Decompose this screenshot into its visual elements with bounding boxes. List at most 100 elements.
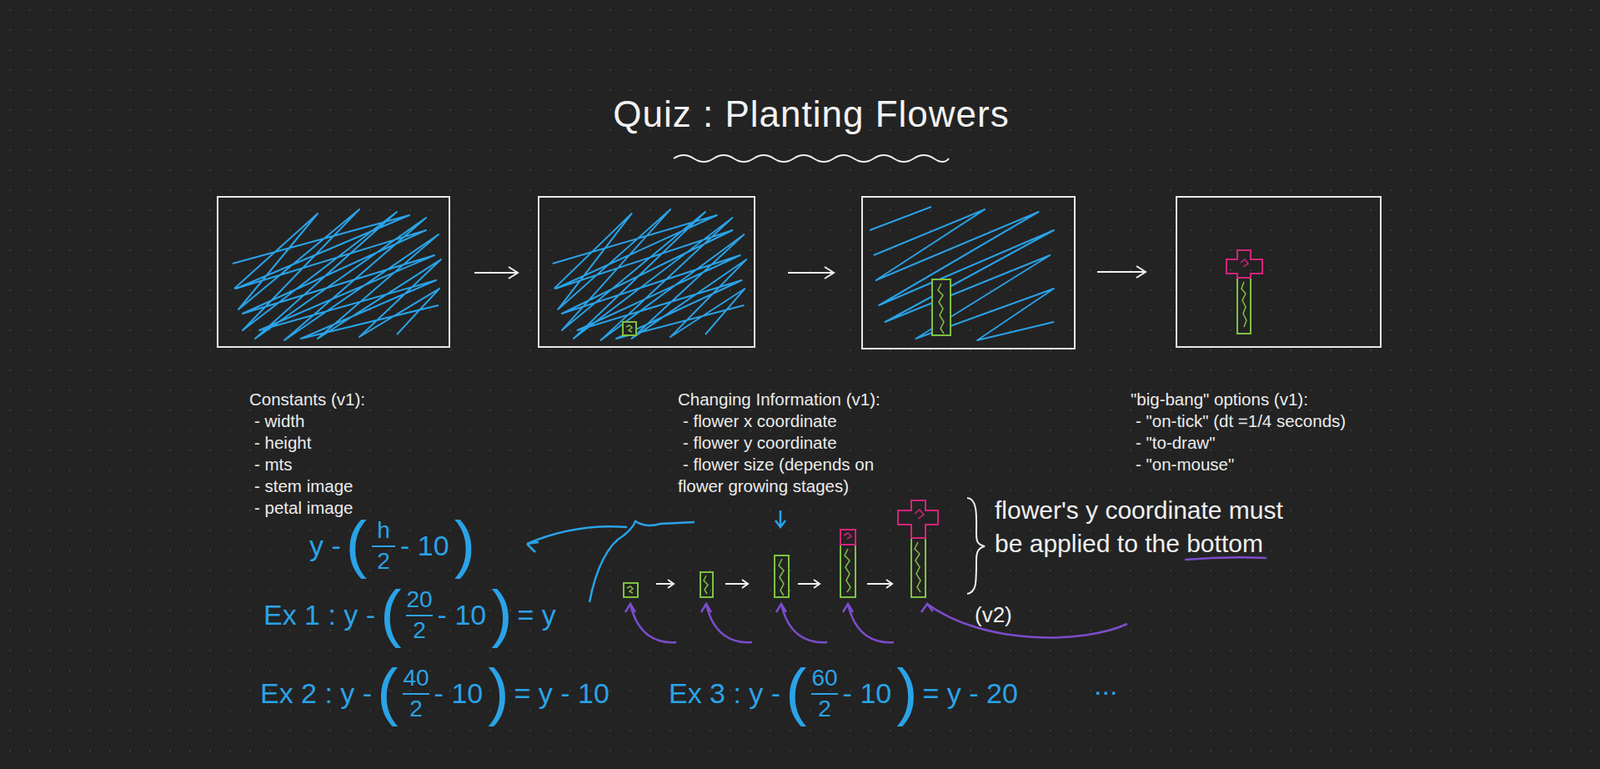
text-list: Changing Information (v1):- flower x coo… <box>677 388 912 497</box>
list-item: - height <box>249 431 467 454</box>
formula-text: Ex 2 : y - <box>260 677 372 709</box>
parenthesis: ( <box>785 659 807 723</box>
list-heading: Constants (v1): <box>249 388 467 411</box>
formula-text: = y - 20 <box>922 677 1019 709</box>
stem-mark <box>1241 281 1247 327</box>
frame <box>1176 196 1381 347</box>
sky-hatch <box>552 209 748 341</box>
seed-mark <box>626 325 632 332</box>
stage-mark <box>844 548 851 592</box>
denominator: 2 <box>817 696 832 723</box>
text-list: Constants (v1):- width- height- mts- ste… <box>249 388 467 519</box>
formula: Ex 1 : y -(202- 10)= y <box>263 586 557 645</box>
seed <box>622 321 637 336</box>
sky-hatch <box>232 209 442 341</box>
bud-mark <box>843 532 852 539</box>
title-underline <box>673 155 949 162</box>
numerator: 60 <box>811 665 838 692</box>
formula-text: - 10 <box>842 677 893 709</box>
parenthesis: ) <box>487 659 509 723</box>
list-item: - flower x coordinate <box>677 410 912 432</box>
formula: Ex 2 : y -(402- 10)= y - 10 <box>260 664 610 723</box>
growth-stage <box>623 582 638 597</box>
stem-mark <box>937 283 944 334</box>
list-item: - "on-tick" (dt =1/4 seconds) <box>1130 410 1431 432</box>
denominator: 2 <box>376 548 391 575</box>
frame <box>217 196 450 347</box>
fraction: 602 <box>811 665 838 723</box>
stage-arrow <box>797 579 820 588</box>
formula-text: - 10 <box>400 530 450 562</box>
pointer-arrow <box>526 526 627 552</box>
parenthesis: ( <box>346 511 367 576</box>
formula: y -(h2- 10) <box>309 516 476 576</box>
fraction-bar <box>371 545 396 547</box>
stage-mark <box>914 541 921 592</box>
handwritten-note: flower's y coordinate must be applied to… <box>994 493 1295 561</box>
bottom-arrow <box>701 603 753 643</box>
formula-text: Ex 3 : y - <box>668 677 781 709</box>
formula-text: = y - 10 <box>514 677 610 709</box>
list-heading: "big-bang" options (v1): <box>1130 388 1431 411</box>
petal-mark <box>914 509 924 519</box>
list-item: - flower size (depends on flower growing… <box>677 453 912 497</box>
version-tag: (v2) <box>974 601 1013 628</box>
frame <box>538 196 755 347</box>
parenthesis: ) <box>491 581 512 645</box>
stage-arrow <box>867 579 893 588</box>
numerator: 40 <box>402 665 429 692</box>
ellipsis: ... <box>1093 669 1118 701</box>
fraction: 202 <box>406 586 432 644</box>
frame-arrow <box>787 266 834 279</box>
list-heading: Changing Information (v1): <box>677 388 912 411</box>
frame <box>862 196 1075 349</box>
bottom-arrow <box>842 603 894 643</box>
growth-stage <box>774 555 789 597</box>
pointer-arrow <box>775 510 786 527</box>
petal <box>897 500 938 538</box>
petal <box>1226 250 1263 278</box>
growth-stage <box>911 537 926 597</box>
list-item: - flower y coordinate <box>677 431 912 454</box>
fraction: 402 <box>402 665 429 723</box>
bottom-arrow <box>776 603 828 643</box>
fraction-bar <box>811 692 838 695</box>
numerator: 20 <box>406 586 432 613</box>
list-item: - width <box>249 410 467 432</box>
denominator: 2 <box>412 617 427 644</box>
stem <box>932 279 951 336</box>
bud <box>840 529 856 545</box>
list-item: - "to-draw" <box>1130 431 1431 454</box>
list-item: - stem image <box>249 475 467 497</box>
stage-mark <box>703 575 708 594</box>
fraction-bar <box>402 692 429 695</box>
denominator: 2 <box>409 696 423 723</box>
formula-text: Ex 1 : y - <box>263 599 376 631</box>
bottom-arrow <box>921 603 1128 637</box>
list-item: - "on-mouse" <box>1130 453 1431 476</box>
text-list: "big-bang" options (v1):- "on-tick" (dt … <box>1130 388 1431 476</box>
bracket <box>589 521 695 602</box>
stage-arrow <box>656 579 674 588</box>
parenthesis: ( <box>380 581 402 645</box>
emphasis-underline <box>1184 556 1267 560</box>
frame-arrow <box>474 266 518 279</box>
formula-text: - 10 <box>437 599 487 631</box>
petal-mark <box>1240 259 1249 267</box>
title-text: Quiz : Planting Flowers <box>612 93 1009 136</box>
fraction: h2 <box>371 517 396 575</box>
sky-hatch <box>869 206 1054 341</box>
fraction-bar <box>406 614 432 617</box>
growth-stage <box>700 571 713 597</box>
frame-arrow <box>1097 265 1146 278</box>
formula-text: y - <box>309 530 342 562</box>
parenthesis: ) <box>896 659 918 723</box>
parenthesis: ( <box>376 659 398 723</box>
stage-mark <box>626 586 633 593</box>
growth-stage <box>840 544 856 597</box>
formula: Ex 3 : y -(602- 10)= y - 20 <box>668 664 1019 723</box>
formula-text: - 10 <box>434 677 484 709</box>
parenthesis: ) <box>454 511 476 576</box>
numerator: h <box>376 517 391 544</box>
